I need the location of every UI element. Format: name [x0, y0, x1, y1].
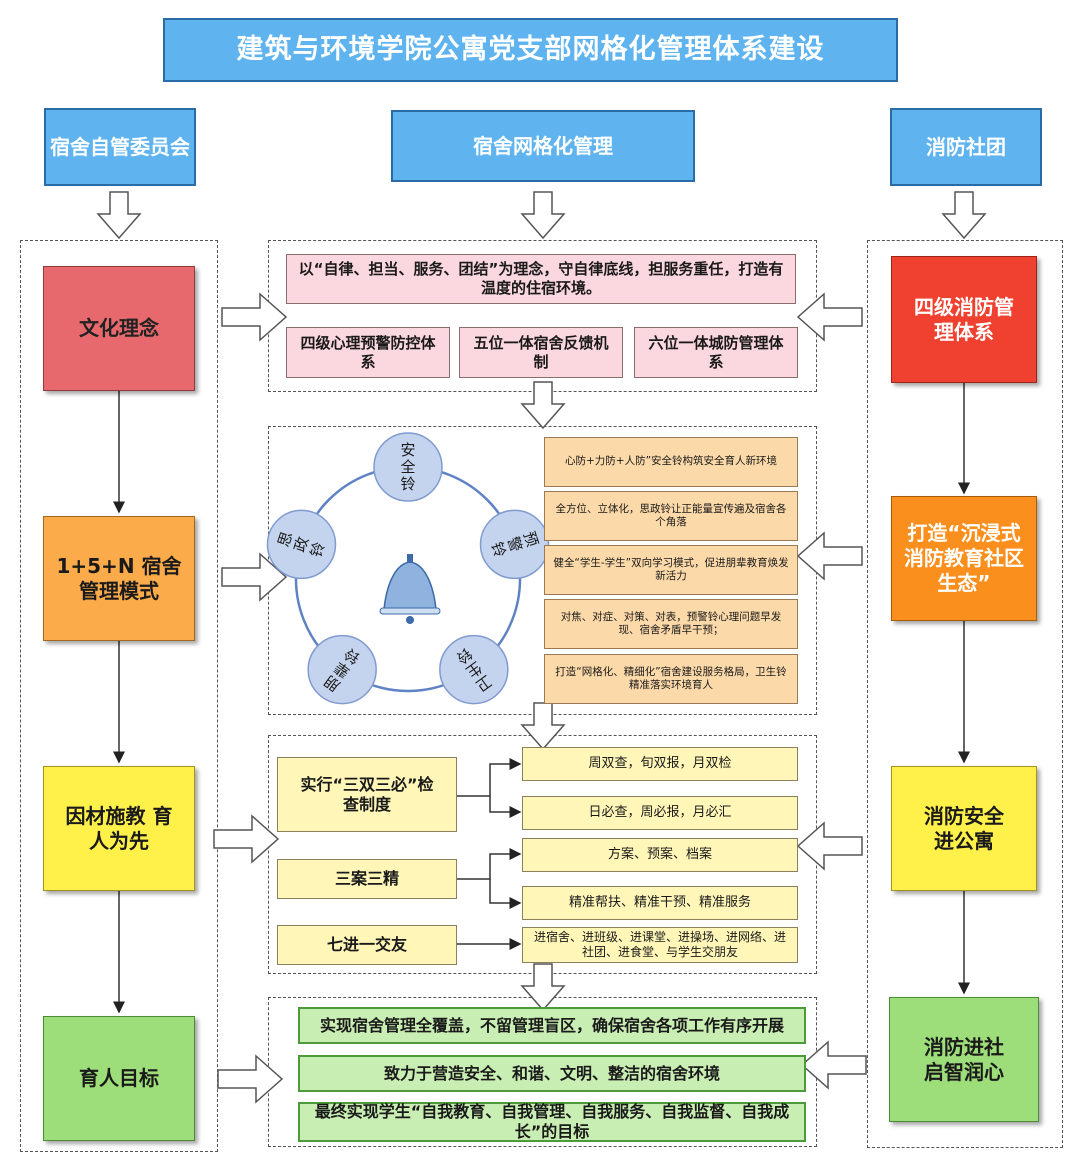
plans-rule-1: 方案、预案、档案: [522, 838, 798, 872]
concept-statement: 以“自律、担当、服务、团结”为理念，守自律底线，担服务重任，打造有温度的住宿环境…: [286, 254, 796, 304]
bell-hygiene-node: 卫生铃: [439, 634, 509, 705]
left-column-container: [20, 240, 218, 1152]
left-education-goal: 育人目标: [43, 1016, 195, 1141]
system-psych-warning: 四级心理预警防控体系: [286, 327, 450, 378]
header-right-fire-club: 消防社团: [890, 108, 1042, 186]
bell-icon: [379, 554, 441, 624]
entries-rule: 进宿舍、进班级、进课堂、进操场、进网络、进社团、进食堂、与学生交朋友: [522, 927, 798, 963]
bell-ideology-label: 思政铃: [274, 529, 328, 559]
right-column-container: [867, 240, 1063, 1148]
right-fire-system: 四级消防管理体系: [891, 256, 1037, 383]
left-arrow-icon: [796, 292, 867, 1090]
down-arrow-icon: [96, 191, 987, 1012]
left-culture-concept: 文化理念: [43, 266, 195, 391]
page-title: 建筑与环境学院公寓党支部网格化管理体系建设: [163, 18, 898, 82]
bell-warning-node: 预警铃: [479, 509, 550, 580]
bell-desc-peer: 健全“学生-学生”双向学习模式，促进朋辈教育焕发新活力: [544, 545, 798, 595]
check-rule-2: 日必查，周必报，月必汇: [522, 796, 798, 830]
check-rule-1: 周双查，旬双报，月双检: [522, 747, 798, 781]
bell-desc-ideology: 全方位、立体化，思政铃让正能量宣传遍及宿舍各个角落: [544, 491, 798, 541]
right-fire-community: 消防进社启智润心: [889, 997, 1039, 1122]
right-immersive-ecology: 打造“沉浸式消防教育社区生态”: [891, 496, 1037, 621]
bell-desc-hygiene: 打造“网格化、精细化”宿舍建设服务格局，卫生铃精准落实环境育人: [544, 654, 798, 704]
bell-warning-label: 预警铃: [487, 529, 541, 559]
bell-safety-label: 安全铃: [400, 441, 415, 493]
seven-entries: 七进一交友: [277, 925, 457, 965]
bell-safety-node: 安全铃: [373, 432, 443, 502]
left-teaching: 因材施教 育人为先: [43, 766, 195, 891]
check-system: 实行“三双三必”检查制度: [277, 757, 457, 832]
left-management-model: 1+5+N 宿舍管理模式: [43, 516, 195, 641]
system-feedback: 五位一体宿舍反馈机制: [459, 327, 623, 378]
right-arrow-icon: [213, 292, 288, 1104]
header-left-committee: 宿舍自管委员会: [44, 108, 196, 186]
three-plans: 三案三精: [277, 859, 457, 899]
bell-peer-node: 朋辈铃: [307, 634, 377, 705]
bell-ideology-node: 思政铃: [266, 509, 337, 580]
bell-desc-safety: 心防+力防+人防”安全铃构筑安全育人新环境: [544, 437, 798, 487]
system-defense: 六位一体城防管理体系: [634, 327, 798, 378]
right-fire-safety-apartment: 消防安全进公寓: [891, 766, 1037, 891]
goal-full-coverage: 实现宿舍管理全覆盖，不留管理盲区，确保宿舍各项工作有序开展: [298, 1007, 806, 1044]
goal-environment: 致力于营造安全、和谐、文明、整洁的宿舍环境: [298, 1055, 806, 1092]
header-center-grid: 宿舍网格化管理: [391, 110, 695, 182]
goal-self-growth: 最终实现学生“自我教育、自我管理、自我服务、自我监督、自我成长”的目标: [298, 1102, 806, 1142]
bell-desc-warning: 对焦、对症、对策、对表，预警铃心理问题早发现、宿舍矛盾早干预；: [544, 599, 798, 649]
plans-rule-2: 精准帮扶、精准干预、精准服务: [522, 886, 798, 920]
